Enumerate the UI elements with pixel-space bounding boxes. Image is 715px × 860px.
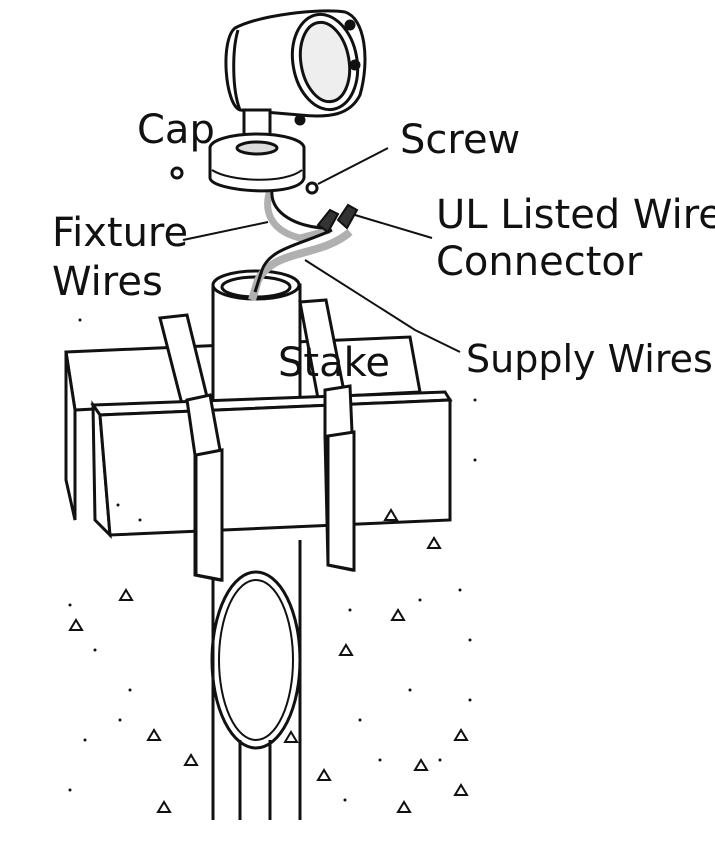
- fixture-wires-leader: [182, 221, 269, 241]
- leader-lines: [182, 147, 461, 353]
- cap-assembly: [170, 108, 319, 195]
- label-screw: Screw: [400, 117, 520, 163]
- front-board: [90, 390, 453, 539]
- stake-lower-body: [211, 540, 302, 820]
- wires: [248, 188, 353, 302]
- supply-wires-leader: [304, 259, 461, 353]
- label-fixture-wires-line2: Wires: [52, 259, 163, 305]
- supply-wire-black: [253, 228, 333, 293]
- ground-dots: [68, 318, 477, 802]
- connector-leader: [354, 214, 433, 239]
- fixture-wire-gray: [264, 188, 331, 242]
- label-fixture-wires-line1: Fixture: [52, 210, 188, 256]
- fixture-wire-black: [270, 189, 323, 230]
- screw-icon: [305, 181, 319, 195]
- front-slat-parts: [185, 384, 356, 582]
- ground-speckles: [68, 508, 469, 813]
- label-connector-line2: Connector: [436, 239, 643, 285]
- labels: Cap Screw Fixture Wires UL Listed Wire C…: [52, 107, 715, 386]
- label-supply-wires: Supply Wires: [466, 337, 713, 381]
- label-cap: Cap: [137, 107, 215, 153]
- screw-leader: [317, 147, 389, 185]
- label-connector-line1: UL Listed Wire: [436, 192, 715, 238]
- stake: [210, 540, 302, 820]
- label-stake: Stake: [278, 340, 390, 386]
- fixture-head: [224, 9, 367, 126]
- wire-connectors: [316, 203, 359, 234]
- wire-loop: [210, 570, 302, 750]
